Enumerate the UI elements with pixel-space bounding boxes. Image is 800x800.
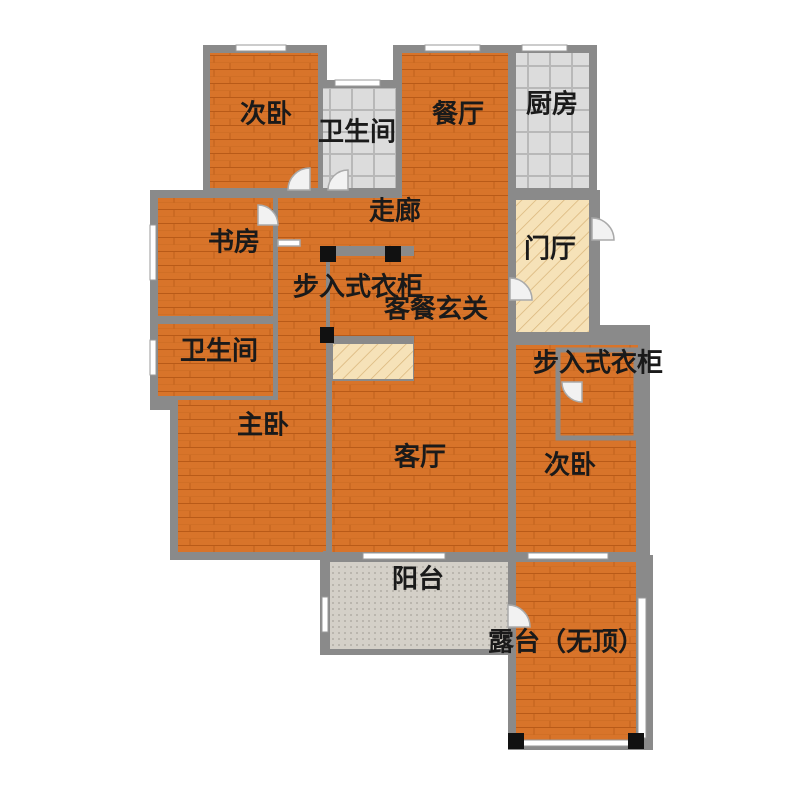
floor-entrance-hatch [333,344,413,379]
floor-study [158,198,273,316]
label-master-bedroom: 主卧 [237,411,289,441]
label-living-room: 客厅 [394,442,446,473]
label-bedroom-2-right: 次卧 [544,451,596,481]
label-balcony: 阳台 [392,564,444,595]
label-bathroom-left: 卫生间 [180,337,258,367]
floor-balcony [330,562,508,649]
floor-bedroom-2-top [210,53,318,188]
label-kitchen: 厨房 [526,90,578,120]
label-corridor: 走廊 [369,196,421,227]
columns [320,246,644,749]
room-labels: 次卧 卫生间 餐厅 厨房 走廊 书房 步入式衣柜 客餐玄关 门厅 卫生间 步入式… [180,90,663,658]
label-study: 书房 [208,228,260,258]
label-bathroom-top: 卫生间 [318,118,396,148]
floor-guest-dining [414,246,508,381]
label-terrace: 露台（无顶） [488,627,644,658]
floor-dining [402,53,508,200]
doors [257,167,615,628]
label-bedroom-2-top: 次卧 [240,100,292,130]
label-walkin-closet-right: 步入式衣柜 [533,348,663,379]
label-walkin-closet-master: 步入式衣柜 [293,272,423,303]
floor-bathroom-top [323,88,396,188]
floor-bathroom-left [158,324,273,396]
label-dining: 餐厅 [432,100,484,130]
floor-closet-inner [330,256,414,336]
windows [149,44,647,747]
floor-master-bedroom [178,400,323,552]
floor-foyer [516,200,589,332]
floor-terrace [516,562,636,742]
floor-corridor [278,198,508,246]
label-foyer: 门厅 [524,235,576,265]
floor-living-room [332,381,508,552]
floor-kitchen [516,53,589,188]
label-guest-dining-entrance: 客餐玄关 [384,294,488,325]
room-floors [158,53,639,742]
